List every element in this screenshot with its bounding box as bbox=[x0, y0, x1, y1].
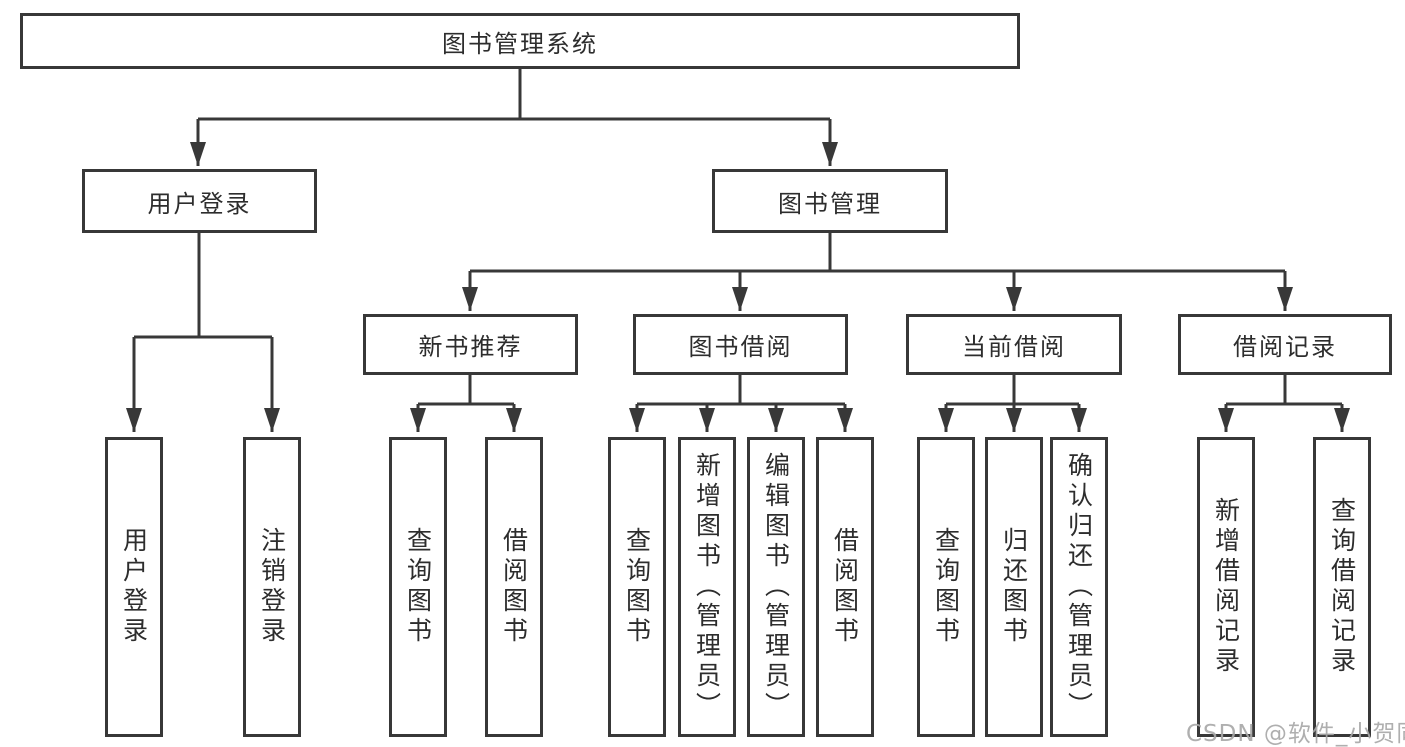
leaf-logout-label: 注销登录 bbox=[257, 527, 287, 647]
leaf-user-login-label: 用户登录 bbox=[119, 527, 149, 647]
node-new-book-recommend-label: 新书推荐 bbox=[418, 333, 523, 361]
leaf-add-book-admin-label: 新增图书（管理员） bbox=[692, 452, 722, 722]
leaf-user-login: 用户登录 bbox=[105, 437, 163, 737]
leaf-query-books-3: 查询图书 bbox=[917, 437, 975, 737]
leaf-query-books-1-label: 查询图书 bbox=[403, 527, 433, 647]
leaf-query-borrow-record-label: 查询借阅记录 bbox=[1327, 497, 1357, 677]
node-borrow-records-label: 借阅记录 bbox=[1233, 333, 1337, 361]
leaf-add-borrow-record: 新增借阅记录 bbox=[1197, 437, 1255, 737]
leaf-edit-book-admin-label: 编辑图书（管理员） bbox=[761, 452, 791, 722]
leaf-add-borrow-record-label: 新增借阅记录 bbox=[1211, 497, 1241, 677]
node-current-borrow: 当前借阅 bbox=[906, 314, 1122, 375]
node-root-library-system: 图书管理系统 bbox=[20, 13, 1020, 69]
leaf-add-book-admin: 新增图书（管理员） bbox=[678, 437, 736, 737]
leaf-query-books-2-label: 查询图书 bbox=[622, 527, 652, 647]
leaf-query-borrow-record: 查询借阅记录 bbox=[1313, 437, 1371, 737]
leaf-borrow-books-1: 借阅图书 bbox=[485, 437, 543, 737]
leaf-borrow-books-1-label: 借阅图书 bbox=[499, 527, 529, 647]
node-user-login-label: 用户登录 bbox=[147, 189, 252, 218]
leaf-return-book-label: 归还图书 bbox=[999, 527, 1029, 647]
node-root-label: 图书管理系统 bbox=[442, 29, 598, 58]
node-book-borrow: 图书借阅 bbox=[633, 314, 848, 375]
leaf-confirm-return-admin: 确认归还（管理员） bbox=[1050, 437, 1108, 737]
leaf-edit-book-admin: 编辑图书（管理员） bbox=[747, 437, 805, 737]
leaf-borrow-books-2: 借阅图书 bbox=[816, 437, 874, 737]
node-user-login: 用户登录 bbox=[82, 169, 317, 233]
leaf-logout: 注销登录 bbox=[243, 437, 301, 737]
leaf-return-book: 归还图书 bbox=[985, 437, 1043, 737]
node-borrow-records: 借阅记录 bbox=[1178, 314, 1392, 375]
node-book-management-label: 图书管理 bbox=[778, 189, 882, 218]
leaf-borrow-books-2-label: 借阅图书 bbox=[830, 527, 860, 647]
leaf-query-books-1: 查询图书 bbox=[389, 437, 447, 737]
node-book-management: 图书管理 bbox=[712, 169, 948, 233]
node-new-book-recommend: 新书推荐 bbox=[363, 314, 578, 375]
leaf-query-books-2: 查询图书 bbox=[608, 437, 666, 737]
leaf-confirm-return-admin-label: 确认归还（管理员） bbox=[1064, 452, 1094, 722]
node-current-borrow-label: 当前借阅 bbox=[962, 333, 1066, 361]
node-book-borrow-label: 图书借阅 bbox=[688, 333, 793, 361]
leaf-query-books-3-label: 查询图书 bbox=[931, 527, 961, 647]
watermark: CSDN @软件_小贺同学 bbox=[1186, 721, 1405, 747]
